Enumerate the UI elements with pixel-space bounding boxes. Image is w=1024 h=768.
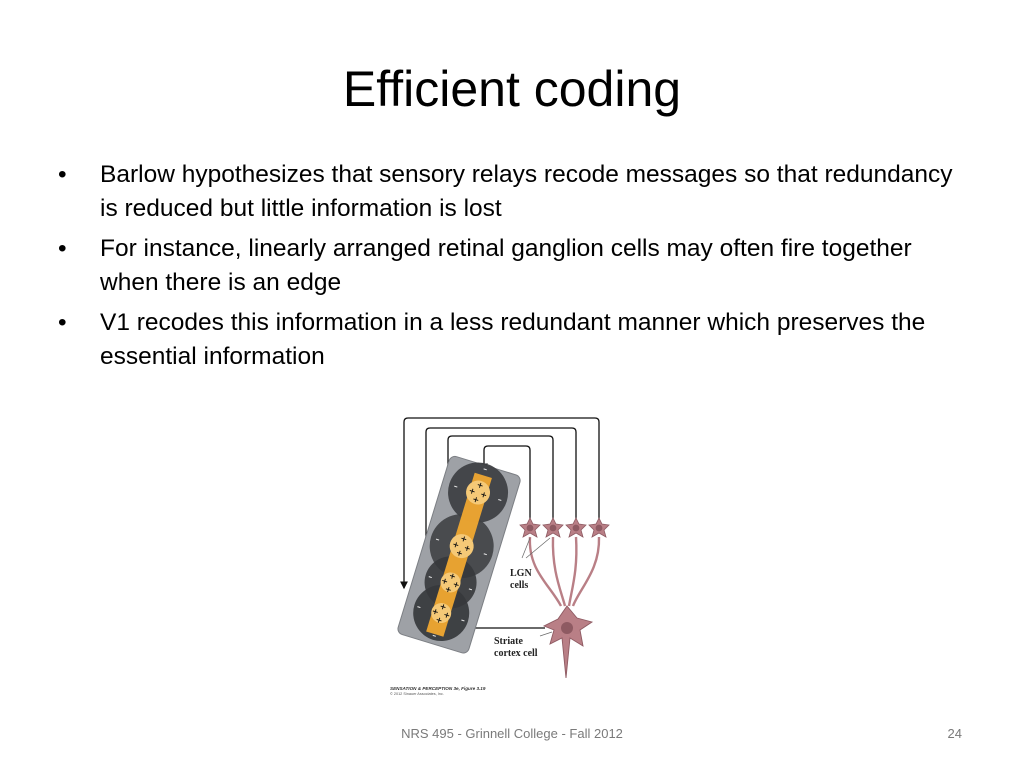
striate-label-line2: cortex cell <box>494 648 538 659</box>
svg-text:+: + <box>459 534 468 545</box>
svg-text:+: + <box>434 615 443 626</box>
slide-number: 24 <box>947 726 962 741</box>
svg-text:–: – <box>434 534 440 544</box>
receptive-field-array: ++++ ++++ ++++ ++++ ––– –– –– ––– <box>397 455 521 654</box>
figure-illustration: ++++ ++++ ++++ ++++ ––– –– –– ––– <box>390 417 610 696</box>
svg-text:+: + <box>463 543 472 554</box>
lgn-cells <box>519 517 610 538</box>
lgn-axons <box>528 536 601 607</box>
svg-text:–: – <box>482 549 488 559</box>
striate-cortex-cell <box>542 605 594 679</box>
figure-caption: SENSATION & PERCEPTION 3e, Figure 3.19 <box>390 686 486 691</box>
striate-label-line1: Striate <box>494 636 523 647</box>
svg-text:–: – <box>416 602 422 612</box>
svg-text:–: – <box>460 615 466 625</box>
bullet-list: • Barlow hypothesizes that sensory relays… <box>58 158 958 380</box>
svg-text:+: + <box>476 480 485 491</box>
svg-text:+: + <box>439 602 448 613</box>
bullet-glyph: • <box>58 309 67 336</box>
svg-text:–: – <box>427 572 433 582</box>
bullet-text: For instance, linearly arranged retinal … <box>100 235 912 296</box>
svg-text:+: + <box>442 610 451 621</box>
bullet-text: Barlow hypothesizes that sensory relays … <box>100 161 953 222</box>
svg-text:+: + <box>455 548 464 559</box>
connection-lines <box>400 417 600 632</box>
svg-text:+: + <box>479 489 488 500</box>
svg-text:+: + <box>448 571 457 582</box>
svg-text:+: + <box>440 576 449 587</box>
bullet-item: • For instance, linearly arranged retinal… <box>58 232 958 300</box>
svg-text:–: – <box>467 584 473 594</box>
svg-text:–: – <box>431 631 437 641</box>
svg-text:+: + <box>468 486 477 497</box>
svg-text:+: + <box>451 540 460 551</box>
figure-copyright: © 2012 Sinauer Associates, Inc. <box>390 692 444 696</box>
bullet-glyph: • <box>58 235 67 262</box>
svg-text:+: + <box>431 606 440 617</box>
svg-text:–: – <box>497 495 503 505</box>
lgn-label-line2: cells <box>510 580 528 591</box>
svg-text:–: – <box>482 464 488 474</box>
svg-text:–: – <box>453 481 459 491</box>
slide-title: Efficient coding <box>342 61 682 117</box>
svg-text:+: + <box>471 494 480 505</box>
bullet-text: V1 recodes this information in a less re… <box>100 309 926 370</box>
svg-text:+: + <box>444 584 453 595</box>
bullet-glyph: • <box>58 161 67 188</box>
slide-footer: NRS 495 - Grinnell College - Fall 2012 <box>401 726 623 741</box>
svg-text:+: + <box>452 579 461 590</box>
lgn-label-line1: LGN <box>510 568 532 579</box>
bullet-item: • Barlow hypothesizes that sensory relays… <box>58 158 958 226</box>
label-pointers <box>521 537 553 637</box>
receptive-field-figure: ++++ ++++ ++++ ++++ ––– –– –– ––– <box>380 410 650 700</box>
bullet-item: • V1 recodes this information in a less r… <box>58 306 958 374</box>
